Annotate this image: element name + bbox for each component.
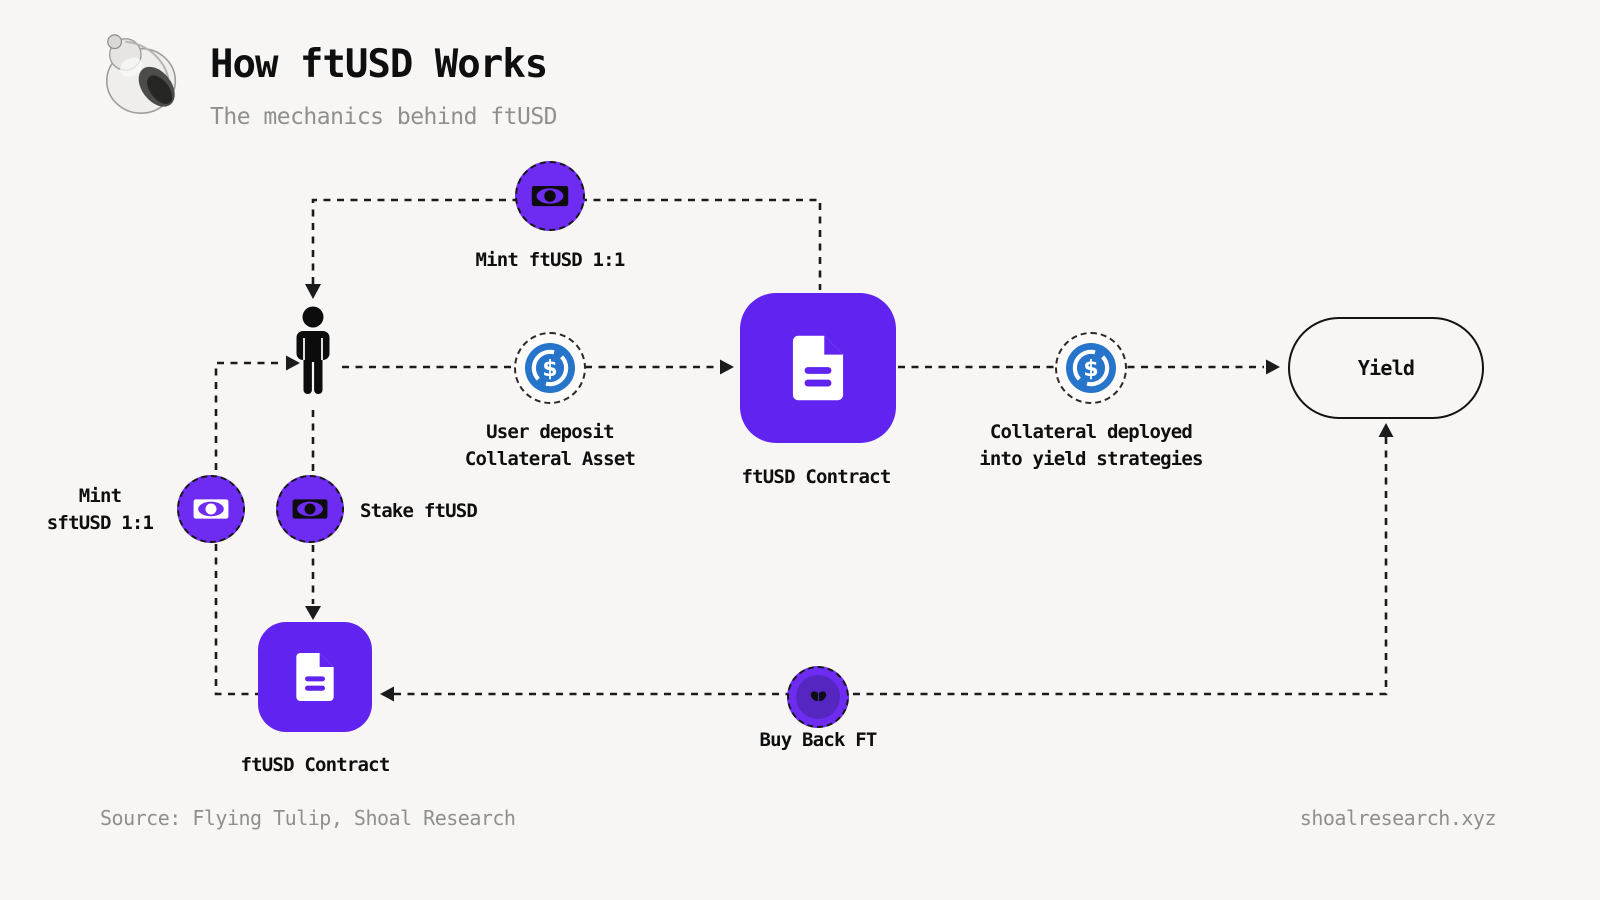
document-icon — [775, 325, 861, 411]
arrowhead-into-staking-contract-right — [380, 686, 394, 702]
mint-sftusd-label: Mint sftUSD 1:1 — [46, 485, 154, 534]
collateral-deployed-label: Collateral deployed into yield strategie… — [979, 421, 1203, 470]
banknote-icon — [288, 487, 332, 531]
arrowhead-into-contract — [720, 359, 734, 375]
ftusd-contract-staking-node — [258, 622, 372, 732]
collateral-deployed-node: $ — [1055, 332, 1127, 404]
yield-label: Yield — [1357, 356, 1415, 380]
buy-back-node — [787, 666, 849, 728]
mint-ftusd-label: Mint ftUSD 1:1 — [475, 249, 626, 271]
website-url: shoalresearch.xyz — [1299, 806, 1497, 830]
arrowhead-into-yield-left — [1266, 359, 1280, 375]
user-deposit-node: $ — [514, 332, 586, 404]
svg-text:$: $ — [1083, 357, 1098, 382]
arrowhead-into-staking-contract-top — [305, 606, 321, 620]
banknote-icon-white — [189, 487, 233, 531]
buy-back-label: Buy Back FT — [759, 729, 877, 751]
banknote-icon — [527, 173, 573, 219]
usdc-coin-icon: $ — [1066, 343, 1116, 393]
stake-label: Stake ftUSD — [360, 500, 478, 522]
arrowhead-down-to-user — [305, 284, 321, 299]
mint-sftusd-node — [177, 475, 245, 543]
page-title: How ftUSD Works — [210, 42, 548, 87]
stake-node — [276, 475, 344, 543]
usdc-coin-icon: $ — [525, 343, 575, 393]
mint-ftusd-node — [515, 161, 585, 231]
source-credit: Source: Flying Tulip, Shoal Research — [100, 806, 516, 830]
page-subtitle: The mechanics behind ftUSD — [210, 104, 558, 130]
ftusd-contract-staking-label: ftUSD Contract — [240, 754, 391, 776]
ftusd-contract-main-node — [740, 293, 896, 443]
person-icon — [283, 305, 343, 407]
svg-text:$: $ — [542, 357, 557, 382]
user-deposit-label: User deposit Collateral Asset — [464, 421, 636, 470]
document-icon — [283, 645, 347, 709]
shell-logo — [96, 28, 190, 122]
arrowhead-up-into-yield — [1378, 423, 1394, 437]
ftusd-contract-main-label: ftUSD Contract — [741, 466, 892, 488]
yield-node: Yield — [1288, 317, 1484, 419]
tulip-icon — [796, 675, 840, 719]
